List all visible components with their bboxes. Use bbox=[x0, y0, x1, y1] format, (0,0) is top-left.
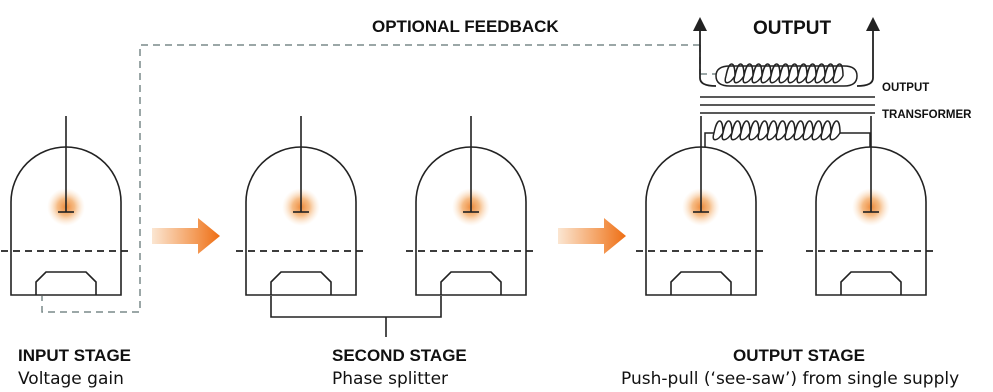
orange-arrow-icon-2 bbox=[558, 218, 626, 254]
tube-output-b bbox=[805, 115, 937, 296]
output-terminals bbox=[699, 28, 874, 87]
stage-title-second: SECOND STAGE bbox=[332, 346, 467, 365]
feedback-path bbox=[41, 44, 700, 313]
transformer-core bbox=[700, 96, 875, 114]
stage-subtitle-input: Voltage gain bbox=[18, 369, 124, 389]
output-arrow-right-icon bbox=[866, 17, 880, 31]
tube-output-a bbox=[635, 115, 767, 296]
tube-second-a bbox=[235, 115, 367, 296]
phase-splitter-wiring bbox=[270, 296, 442, 337]
stage-subtitle-second: Phase splitter bbox=[332, 369, 448, 389]
output-transformer-label-2: TRANSFORMER bbox=[882, 109, 972, 121]
tube-input bbox=[0, 115, 132, 296]
stage-title-input: INPUT STAGE bbox=[18, 346, 131, 365]
orange-arrow-icon-1 bbox=[152, 218, 220, 254]
primary-coil-icon bbox=[704, 120, 871, 150]
output-arrow-left-icon bbox=[693, 17, 707, 31]
tube-second-b bbox=[405, 115, 537, 296]
stage-subtitle-output: Push-pull (‘see-saw’) from single supply bbox=[621, 369, 959, 389]
secondary-coil-icon bbox=[715, 63, 858, 87]
output-label: OUTPUT bbox=[753, 18, 832, 39]
optional-feedback-label: OPTIONAL FEEDBACK bbox=[372, 17, 559, 36]
stage-title-output: OUTPUT STAGE bbox=[733, 346, 865, 365]
output-transformer-label-1: OUTPUT bbox=[882, 82, 929, 94]
